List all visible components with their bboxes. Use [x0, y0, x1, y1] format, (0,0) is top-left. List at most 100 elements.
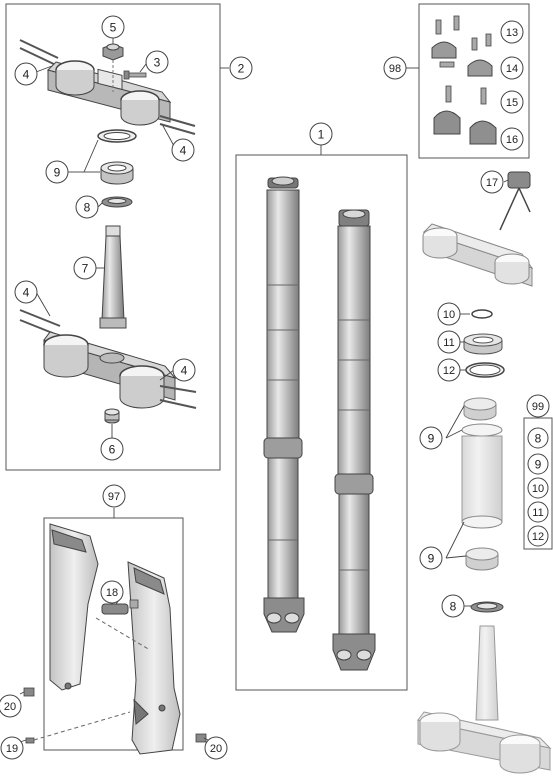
- dust-seal-8: [101, 196, 133, 208]
- kit-99-item-label: 11: [532, 507, 543, 519]
- cable-guide-18: [95, 599, 151, 651]
- ring-11: [463, 333, 503, 355]
- stem-nut-6: [104, 408, 120, 424]
- handlebar-clamp-kit-15: [445, 85, 487, 105]
- group-98-frame: [418, 3, 530, 159]
- callout-8-right-label: 8: [450, 600, 457, 614]
- callout-16-label: 16: [506, 134, 518, 146]
- upper-clamp-with-part-17: [422, 171, 534, 287]
- kit-99-list: 8 9 10 11 12: [527, 427, 549, 547]
- callout-20-right: 20: [204, 736, 228, 760]
- callout-11: 11: [437, 330, 461, 354]
- callout-19-label: 19: [6, 743, 18, 755]
- seal-12: [465, 362, 505, 378]
- callout-3: 3: [145, 50, 169, 74]
- callout-15-label: 15: [506, 97, 518, 109]
- kit-99-item-label: 8: [535, 432, 542, 446]
- callout-9-left-label: 9: [54, 166, 61, 180]
- callout-2-label: 2: [238, 62, 245, 76]
- kit-99-item-label: 9: [535, 458, 542, 472]
- callout-8-left: 8: [75, 195, 99, 219]
- callout-9-right-bottom: 9: [419, 546, 443, 570]
- dust-seal-8-ghost: [470, 601, 504, 613]
- callout-20-left-label: 20: [4, 701, 16, 713]
- callout-10-label: 10: [443, 309, 455, 321]
- handlebar-clamp-kit-16: [433, 110, 497, 145]
- callout-9-left: 9: [45, 160, 69, 184]
- callout-1-label: 1: [318, 128, 325, 142]
- o-ring-10: [471, 309, 493, 319]
- callout-2: 2: [229, 56, 253, 80]
- callout-20-left: 20: [0, 694, 22, 718]
- callout-97: 97: [102, 484, 126, 508]
- callout-5-label: 5: [110, 21, 117, 35]
- callout-7-label: 7: [82, 262, 89, 276]
- group-99-frame: [523, 417, 553, 550]
- callout-10: 10: [437, 302, 461, 326]
- kit-99-item-label: 12: [532, 531, 544, 543]
- callout-98: 98: [383, 56, 407, 80]
- callout-1: 1: [309, 122, 333, 146]
- callout-18: 18: [100, 580, 124, 604]
- callout-97-label: 97: [108, 491, 120, 503]
- callout-4-right-top: 4: [171, 138, 195, 162]
- callout-14-label: 14: [506, 63, 518, 75]
- callout-13-label: 13: [506, 27, 518, 39]
- fork-leg-left: [263, 176, 305, 633]
- kit-99-item-label: 10: [532, 483, 544, 495]
- bearing-upper: [97, 129, 137, 185]
- callout-6: 6: [100, 437, 124, 461]
- callout-4-right-bottom: 4: [172, 358, 196, 382]
- callout-4-right-bottom-label: 4: [181, 364, 188, 378]
- handlebar-clamp-kit-13: [431, 15, 492, 59]
- callout-3-label: 3: [154, 56, 161, 70]
- callout-17-label: 17: [486, 177, 498, 189]
- kit-99-item: 10: [527, 477, 549, 499]
- fork-guard-right: [127, 561, 181, 755]
- group-97-frame: [43, 517, 184, 751]
- callout-17: 17: [480, 170, 504, 194]
- kit-99-item: 9: [527, 453, 549, 475]
- callout-99: 99: [526, 394, 550, 418]
- group-1-frame: [235, 154, 408, 691]
- callout-98-label: 98: [389, 63, 401, 75]
- callout-9-right-top: 9: [419, 426, 443, 450]
- callout-14: 14: [500, 56, 524, 80]
- callout-15: 15: [500, 90, 524, 114]
- callout-7: 7: [73, 256, 97, 280]
- callout-11-label: 11: [443, 337, 454, 349]
- callout-12-label: 12: [443, 365, 455, 377]
- lower-triple-clamp: [19, 309, 197, 409]
- upper-triple-clamp: [19, 39, 196, 135]
- callout-16: 16: [500, 127, 524, 151]
- kit-99-item: 8: [527, 427, 549, 449]
- callout-6-label: 6: [109, 443, 116, 457]
- group-2-frame: [5, 3, 221, 471]
- fork-guard-left: [49, 523, 99, 691]
- kit-99-item: 11: [527, 501, 549, 523]
- callout-4-mid-label: 4: [23, 286, 30, 300]
- callout-9-right-top-label: 9: [428, 432, 435, 446]
- clamp-screw-3: [123, 70, 147, 80]
- bearing-set-ghost: [461, 397, 503, 571]
- callout-18-label: 18: [106, 587, 118, 599]
- kit-99-item: 12: [527, 525, 549, 547]
- callout-8-left-label: 8: [84, 201, 91, 215]
- fork-leg-right: [332, 209, 376, 671]
- callout-12: 12: [437, 358, 461, 382]
- lower-clamp-ghost: [417, 625, 552, 774]
- callout-9-right-bottom-label: 9: [428, 552, 435, 566]
- callout-5: 5: [101, 15, 125, 39]
- callout-8-right: 8: [441, 594, 465, 618]
- callout-4-top-label: 4: [23, 68, 30, 82]
- callout-4-mid: 4: [14, 280, 38, 304]
- callout-13: 13: [500, 20, 524, 44]
- callout-4-top: 4: [14, 62, 38, 86]
- callout-19: 19: [0, 736, 24, 760]
- leader-lines: [19, 38, 509, 743]
- callout-99-label: 99: [532, 401, 544, 413]
- steering-stem: [99, 225, 127, 329]
- callout-4-right-top-label: 4: [180, 144, 187, 158]
- callout-20-right-label: 20: [210, 743, 222, 755]
